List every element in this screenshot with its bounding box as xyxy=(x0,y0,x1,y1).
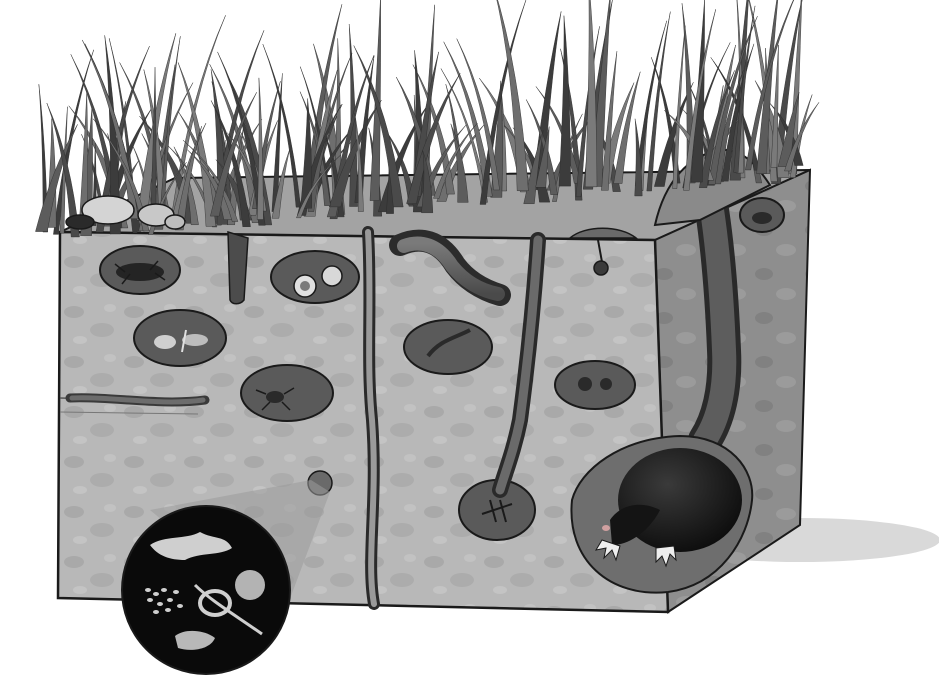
side-chamber-beetle xyxy=(740,198,784,232)
chamber-beetle-larvae xyxy=(271,251,359,303)
chamber-insect-larva xyxy=(404,320,492,374)
grass-blade xyxy=(559,16,571,186)
root-bulb xyxy=(228,232,248,304)
chamber-ant xyxy=(100,246,180,294)
amoeba xyxy=(235,570,265,600)
grass-blade xyxy=(257,78,263,220)
microorganism-lens xyxy=(122,506,290,674)
grass-blade xyxy=(585,0,597,187)
chamber-springtails xyxy=(134,310,226,366)
chamber-woodlouse xyxy=(555,361,635,409)
chamber-mite xyxy=(241,365,333,421)
